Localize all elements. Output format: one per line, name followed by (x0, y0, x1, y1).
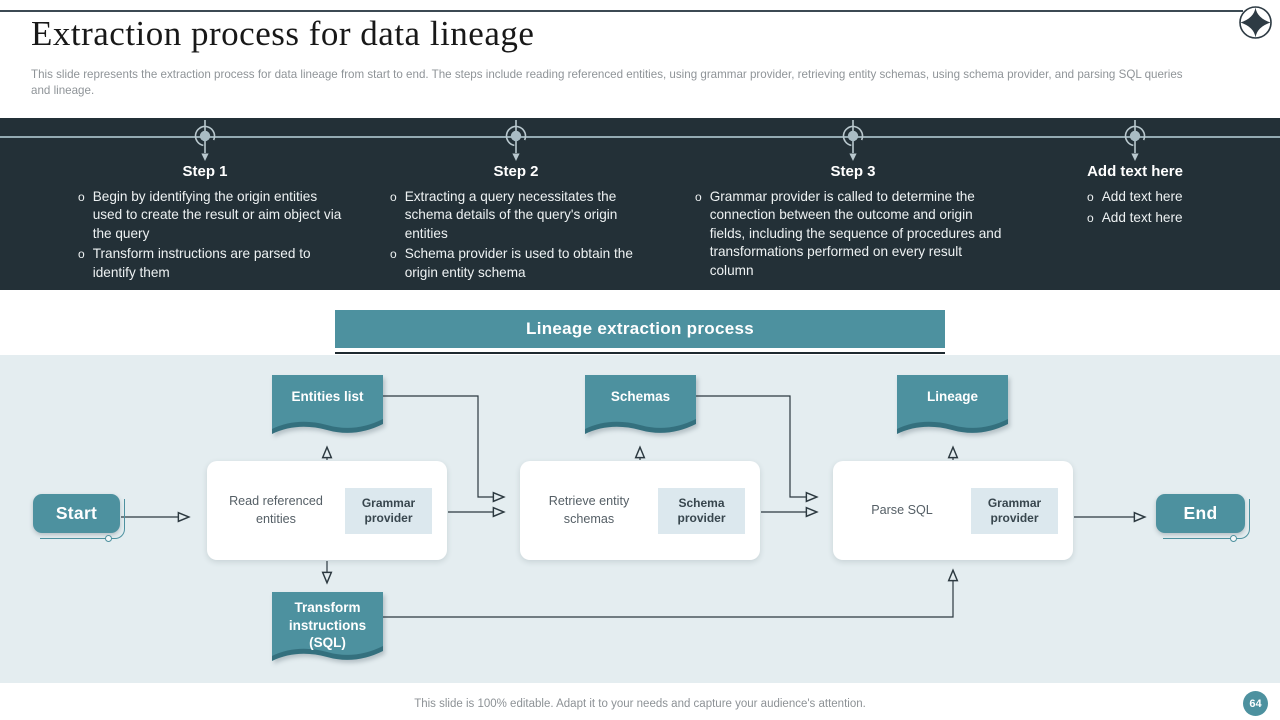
banner-transform-instructions: Transform instructions (SQL) (272, 592, 383, 666)
step-1-bullets: Begin by identifying the origin entities… (78, 188, 350, 284)
banner-lineage: Lineage (897, 375, 1008, 439)
bullet-item: Begin by identifying the origin entities… (78, 188, 350, 243)
pill-knob (1230, 535, 1237, 542)
step-4-bullets: Add text here Add text here (1087, 188, 1247, 229)
process-label: Retrieve entity schemas (548, 493, 630, 526)
steps-band: Step 1 Begin by identifying the origin e… (0, 118, 1280, 290)
pill-bracket (1163, 499, 1250, 539)
bullet-item[interactable]: Add text here (1087, 188, 1247, 207)
process-box-read-referenced-entities: Read referenced entities Grammar provide… (207, 461, 447, 560)
timeline-marker-icon (194, 120, 216, 161)
process-box-parse-sql: Parse SQL Grammar provider (833, 461, 1073, 560)
start-node: Start (33, 494, 125, 542)
flowchart-title-underline (335, 352, 945, 354)
banner-label: Entities list (291, 389, 364, 404)
provider-chip: Grammar provider (345, 488, 432, 534)
banner-entities-list: Entities list (272, 375, 383, 439)
sparkle-icon (1239, 6, 1272, 39)
step-2-bullets: Extracting a query necessitates the sche… (390, 188, 635, 284)
bullet-item: Transform instructions are parsed to ide… (78, 245, 350, 282)
end-label: End (1183, 503, 1218, 523)
bullet-item: Grammar provider is called to determine … (695, 188, 1007, 280)
provider-chip: Grammar provider (971, 488, 1058, 534)
step-2-title: Step 2 (493, 163, 539, 180)
banner-label: Lineage (926, 389, 978, 404)
timeline-marker-icon (505, 120, 527, 161)
end-node: End (1156, 494, 1250, 542)
bullet-item: Extracting a query necessitates the sche… (390, 188, 635, 243)
pill-knob (105, 535, 112, 542)
start-label: Start (55, 503, 98, 523)
process-box-retrieve-entity-schemas: Retrieve entity schemas Schema provider (520, 461, 760, 560)
bullet-item: Schema provider is used to obtain the or… (390, 245, 635, 282)
banner-label: Schemas (610, 389, 671, 404)
process-label: Parse SQL (871, 502, 933, 517)
step-1-title: Step 1 (182, 163, 228, 180)
process-label: Read referenced entities (229, 493, 323, 526)
step-3-bullets: Grammar provider is called to determine … (695, 188, 1007, 282)
timeline-marker-icon (1124, 120, 1146, 161)
bullet-item[interactable]: Add text here (1087, 209, 1247, 228)
timeline-line (0, 136, 1280, 138)
top-rule (0, 10, 1243, 12)
banner-schemas: Schemas (585, 375, 696, 439)
footer-note: This slide is 100% editable. Adapt it to… (414, 698, 866, 710)
step-3-title: Step 3 (830, 163, 876, 180)
banner-label: Transform instructions (SQL) (288, 600, 367, 651)
page-number-badge: 64 (1243, 691, 1268, 716)
provider-chip: Schema provider (658, 488, 745, 534)
flowchart-title-banner: Lineage extraction process (335, 310, 945, 348)
pill-bracket (40, 499, 125, 539)
page-title: Extraction process for data lineage (31, 14, 535, 53)
step-4-title[interactable]: Add text here (1087, 163, 1183, 180)
page-subtitle: This slide represents the extraction pro… (31, 68, 1183, 98)
timeline-marker-icon (842, 120, 864, 161)
